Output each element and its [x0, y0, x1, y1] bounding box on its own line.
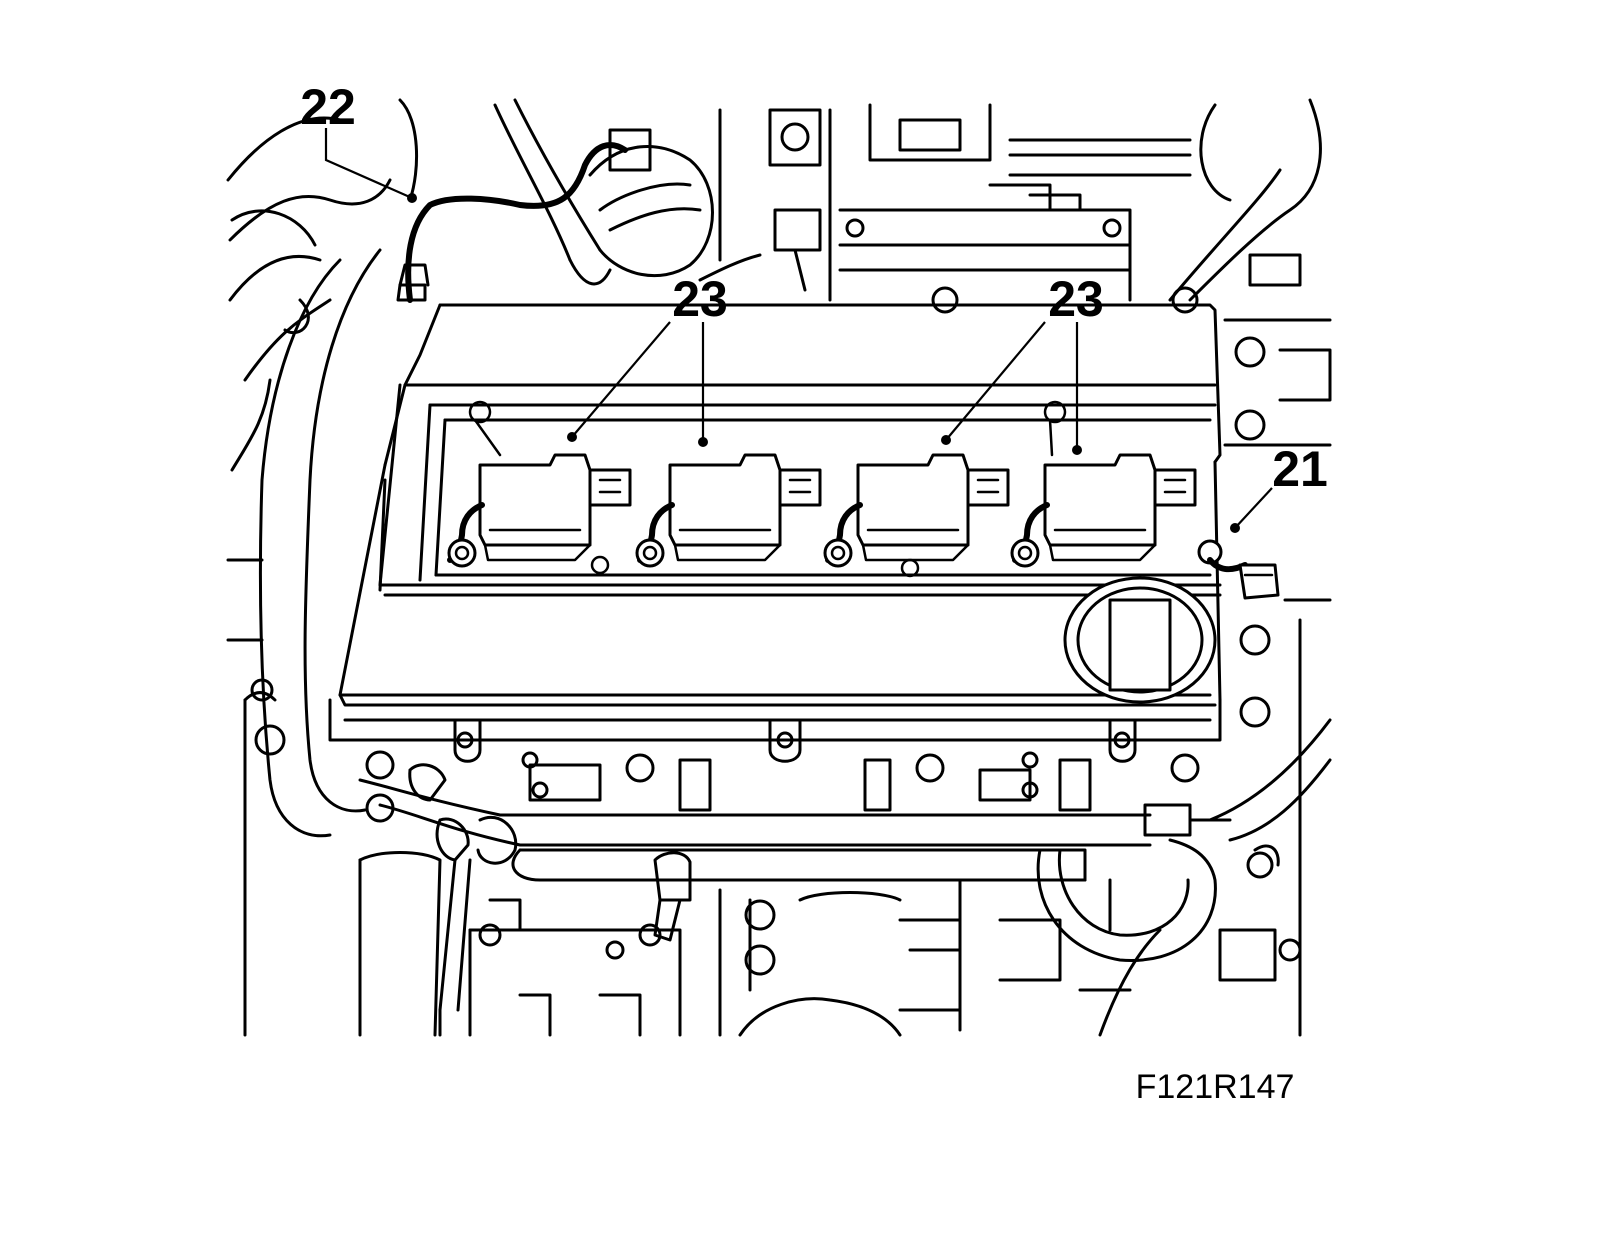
callout-label-23-right: 23 — [1048, 271, 1104, 327]
sensor-connector-21 — [1197, 539, 1280, 600]
leader-lines — [324, 128, 1273, 533]
ventilation-hose-22 — [405, 142, 628, 303]
callout-label-23-left: 23 — [672, 271, 728, 327]
stud — [1043, 400, 1067, 424]
figure-id: F121R147 — [1136, 1068, 1295, 1106]
ignition-coil-3 — [823, 453, 1010, 578]
ignition-coil-4 — [1010, 453, 1197, 568]
stud — [468, 400, 492, 424]
engine-bay-background — [226, 98, 1332, 1037]
callout-label-21: 21 — [1272, 441, 1328, 497]
ignition-coil-1 — [447, 453, 632, 575]
ignition-coil-2 — [635, 453, 822, 568]
callout-label-22: 22 — [300, 79, 356, 135]
